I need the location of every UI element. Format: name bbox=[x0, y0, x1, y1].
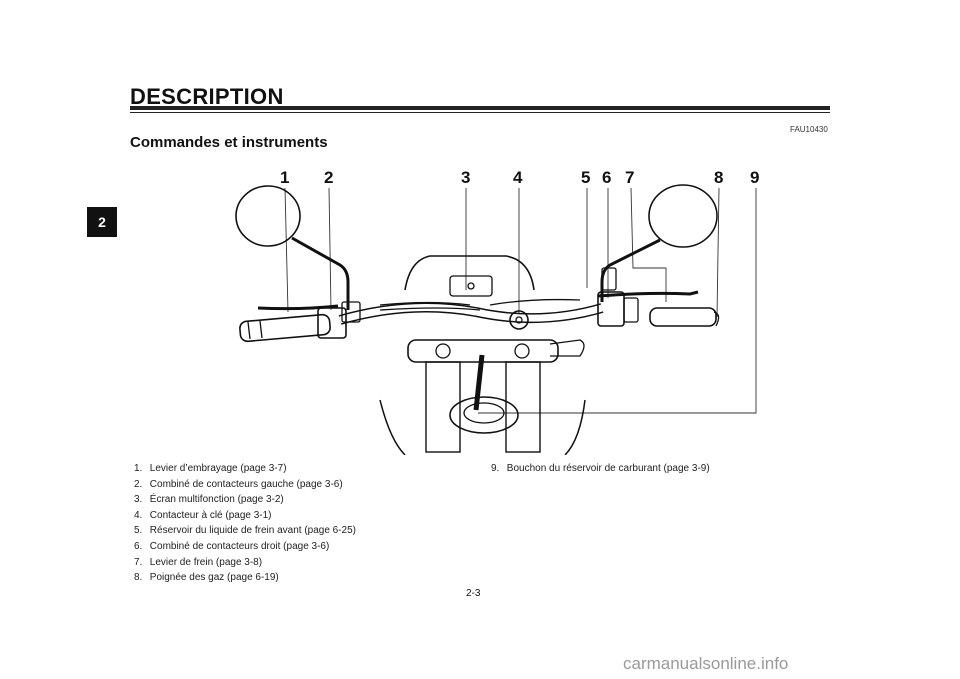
page-title: DESCRIPTION bbox=[130, 84, 284, 109]
callout-8: 8 bbox=[714, 168, 723, 187]
leader-lines bbox=[284, 187, 757, 414]
chapter-tab[interactable]: 2 bbox=[87, 207, 117, 237]
fuel-cap bbox=[449, 396, 519, 434]
legend-item: 3. Écran multifonction (page 3-2) bbox=[134, 494, 284, 506]
dashboard-cowl bbox=[404, 255, 535, 291]
callout-3: 3 bbox=[461, 168, 470, 187]
legend-item: 1. Levier d’embrayage (page 3-7) bbox=[134, 463, 287, 474]
handlebar-controls-illustration: 1 2 3 4 5 6 7 8 9 bbox=[235, 168, 759, 455]
legend-item: 9. Bouchon du réservoir de carburant (pa… bbox=[491, 463, 710, 474]
right-fork bbox=[505, 361, 541, 453]
brake-lever bbox=[597, 290, 699, 298]
legend-item: 4. Contacteur à clé (page 3-1) bbox=[134, 509, 272, 521]
callout-6: 6 bbox=[602, 168, 611, 187]
left-switch-box bbox=[317, 307, 347, 339]
legend-item: 5. Réservoir du liquide de frein avant (… bbox=[134, 525, 357, 537]
document-code: FAU10430 bbox=[790, 125, 828, 134]
watermark-link[interactable]: carmanualsonline.info bbox=[623, 654, 789, 673]
page-number: 2-3 bbox=[466, 588, 481, 599]
left-fork bbox=[425, 361, 461, 453]
legend-item: 6. Combiné de contacteurs droit (page 3-… bbox=[134, 540, 330, 552]
title-rule-thin bbox=[130, 112, 830, 113]
callout-5: 5 bbox=[581, 168, 590, 187]
legend-left: 1. Levier d’embrayage (page 3-7) 2. Comb… bbox=[134, 461, 356, 586]
legend-item: 7. Levier de frein (page 3-8) bbox=[134, 556, 263, 568]
legend-item: 2. Combiné de contacteurs gauche (page 3… bbox=[134, 478, 343, 490]
multifunction-display bbox=[449, 275, 493, 297]
title-rule bbox=[130, 106, 830, 110]
left-mirror bbox=[235, 185, 301, 247]
legend-right: 9. Bouchon du réservoir de carburant (pa… bbox=[491, 461, 710, 477]
section-title: Commandes et instruments bbox=[130, 134, 328, 151]
callout-9: 9 bbox=[750, 168, 759, 187]
callout-4: 4 bbox=[513, 168, 523, 187]
right-grip bbox=[649, 307, 717, 327]
callout-2: 2 bbox=[324, 168, 333, 187]
callout-7: 7 bbox=[625, 168, 634, 187]
right-mirror bbox=[648, 184, 718, 248]
callout-1: 1 bbox=[280, 168, 289, 187]
left-grip bbox=[239, 313, 331, 343]
legend-item: 8. Poignée des gaz (page 6-19) bbox=[134, 572, 279, 584]
key-switch bbox=[509, 310, 529, 330]
clutch-lever bbox=[257, 304, 339, 311]
reservoir bbox=[601, 267, 617, 291]
